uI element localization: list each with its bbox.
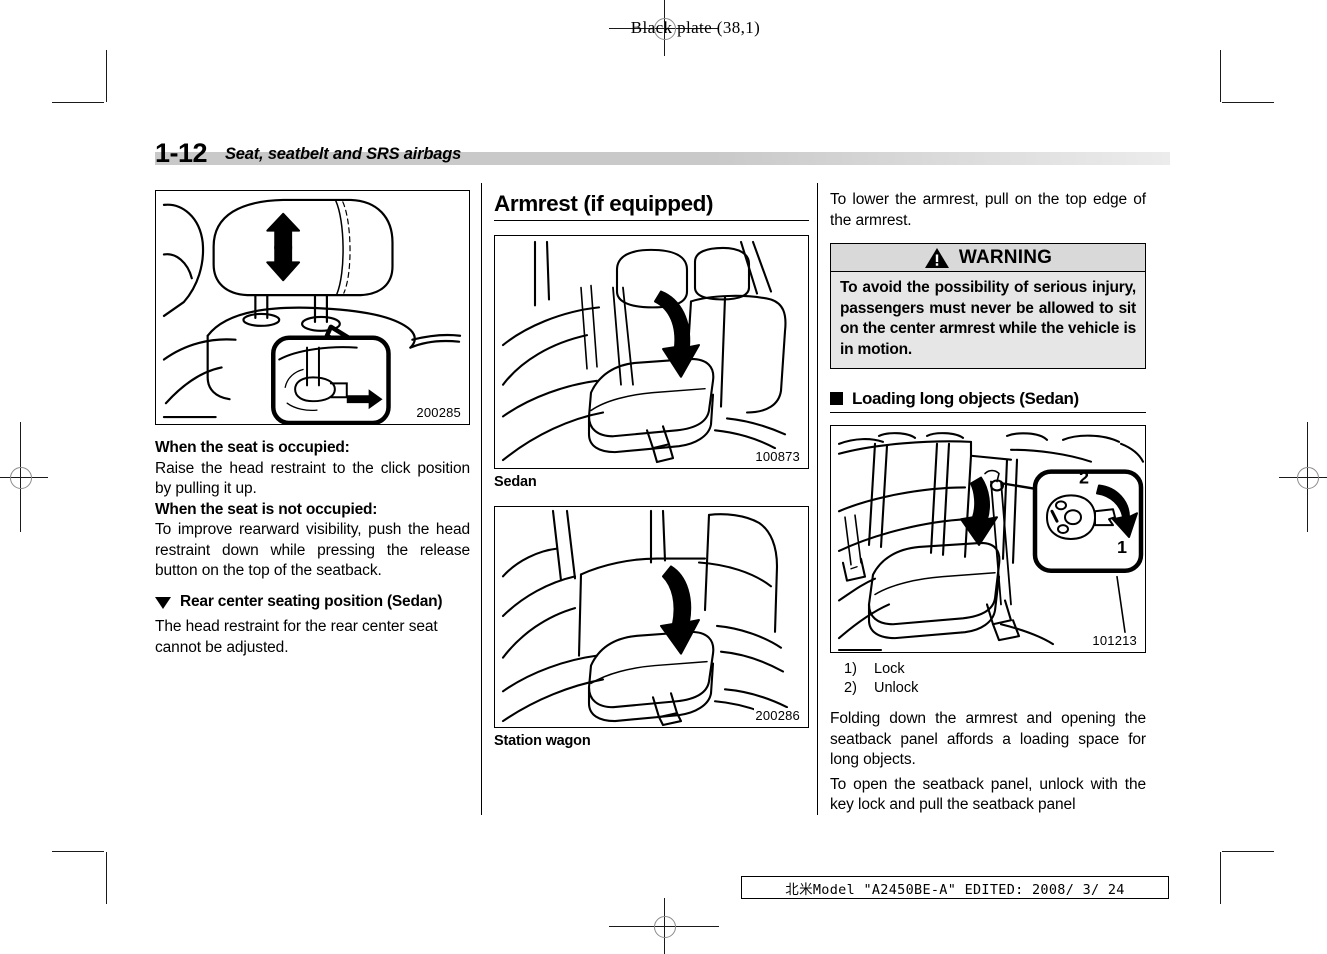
- registration-mark-top: [609, 0, 719, 56]
- legend-item: 1) Lock: [830, 660, 1146, 679]
- subheading-label: Loading long objects (Sedan): [852, 389, 1079, 408]
- subheading-label: Rear center seating position (Sedan): [180, 592, 443, 610]
- figure-caption-station-wagon: Station wagon: [494, 733, 591, 749]
- page-title-bar: [155, 152, 1170, 165]
- figure-armrest-sedan: 100873: [494, 235, 809, 469]
- page-title: 1-12 Seat, seatbelt and SRS airbags: [155, 138, 1170, 168]
- legend-item: 2) Unlock: [830, 679, 1146, 698]
- legend-number: 2): [844, 680, 857, 696]
- legend-label: Unlock: [874, 680, 919, 696]
- column-divider-right: [817, 183, 818, 815]
- paragraph-folding-down: Folding down the armrest and opening the…: [830, 710, 1146, 768]
- triangle-bullet-icon: [155, 596, 171, 609]
- figure-caption-sedan: Sedan: [494, 474, 537, 490]
- footer-box: 北米Model "A2450BE-A" EDITED: 2008/ 3/ 24: [741, 876, 1169, 899]
- crop-mark-top-left-vertical: [106, 50, 108, 102]
- warning-title: WARNING: [958, 247, 1053, 268]
- heading-seat-occupied: When the seat is occupied:: [155, 439, 350, 456]
- warning-header: WARNING: [830, 243, 1146, 272]
- left-column: 200285 When the seat is occupied: Raise …: [155, 190, 470, 658]
- paragraph-seat-occupied: Raise the head restraint to the click po…: [155, 459, 470, 498]
- registration-mark-left: [0, 422, 48, 532]
- subheading-loading-long-objects: Loading long objects (Sedan): [830, 388, 1146, 413]
- registration-mark-bottom: [609, 898, 719, 954]
- crop-mark-bottom-left-horizontal: [52, 851, 104, 853]
- paragraph-rear-center: The head restraint for the rear center s…: [155, 618, 438, 656]
- paragraph-to-open: To open the seatback panel, unlock with …: [830, 775, 1146, 814]
- warning-box: WARNING To avoid the possibility of seri…: [830, 243, 1146, 369]
- square-bullet-icon: [830, 392, 843, 405]
- inset-label-1: 1: [1117, 537, 1127, 557]
- warning-triangle-icon: [924, 247, 949, 268]
- warning-text: To avoid the possibility of serious inju…: [840, 279, 1136, 358]
- column-divider-left: [481, 183, 482, 815]
- chapter-title: Seat, seatbelt and SRS airbags: [225, 145, 462, 163]
- section-title-armrest: Armrest (if equipped): [494, 190, 809, 221]
- crop-mark-top-right-vertical: [1220, 50, 1222, 102]
- registration-mark-right: [1279, 422, 1327, 532]
- crop-mark-top-right-horizontal: [1222, 102, 1274, 104]
- figure-legend: 1) Lock 2) Unlock: [830, 660, 1146, 698]
- crop-mark-bottom-right-horizontal: [1222, 851, 1274, 853]
- crop-mark-top-left-horizontal: [52, 102, 104, 104]
- legend-label: Lock: [874, 661, 905, 677]
- inset-label-2: 2: [1079, 468, 1089, 488]
- footer-edition-text: 北米Model "A2450BE-A" EDITED: 2008/ 3/ 24: [785, 881, 1125, 898]
- figure-armrest-station-wagon: 200286: [494, 506, 809, 728]
- figure-number: 101213: [1091, 633, 1138, 648]
- figure-number: 200286: [754, 708, 801, 723]
- legend-number: 1): [844, 661, 857, 677]
- figure-number: 100873: [754, 449, 801, 464]
- paragraph-seat-not-occupied: To improve rearward visibility, push the…: [155, 521, 470, 579]
- center-column: Armrest (if equipped): [494, 190, 809, 749]
- figure-loading-long-objects: 2 1 101213: [830, 425, 1146, 653]
- right-column: To lower the armrest, pull on the top ed…: [830, 190, 1146, 816]
- figure-number: 200285: [415, 405, 462, 420]
- warning-body: To avoid the possibility of serious inju…: [830, 272, 1146, 369]
- subheading-rear-center-seating: Rear center seating position (Sedan): [155, 592, 470, 612]
- crop-mark-bottom-right-vertical: [1220, 852, 1222, 904]
- figure-head-restraint: 200285: [155, 190, 470, 425]
- paragraph-lower-armrest: To lower the armrest, pull on the top ed…: [830, 191, 1146, 229]
- page-number: 1-12: [155, 138, 208, 168]
- heading-seat-not-occupied: When the seat is not occupied:: [155, 500, 378, 518]
- black-plate-header: Black plate (38,1): [630, 18, 761, 37]
- crop-mark-bottom-left-vertical: [106, 852, 108, 904]
